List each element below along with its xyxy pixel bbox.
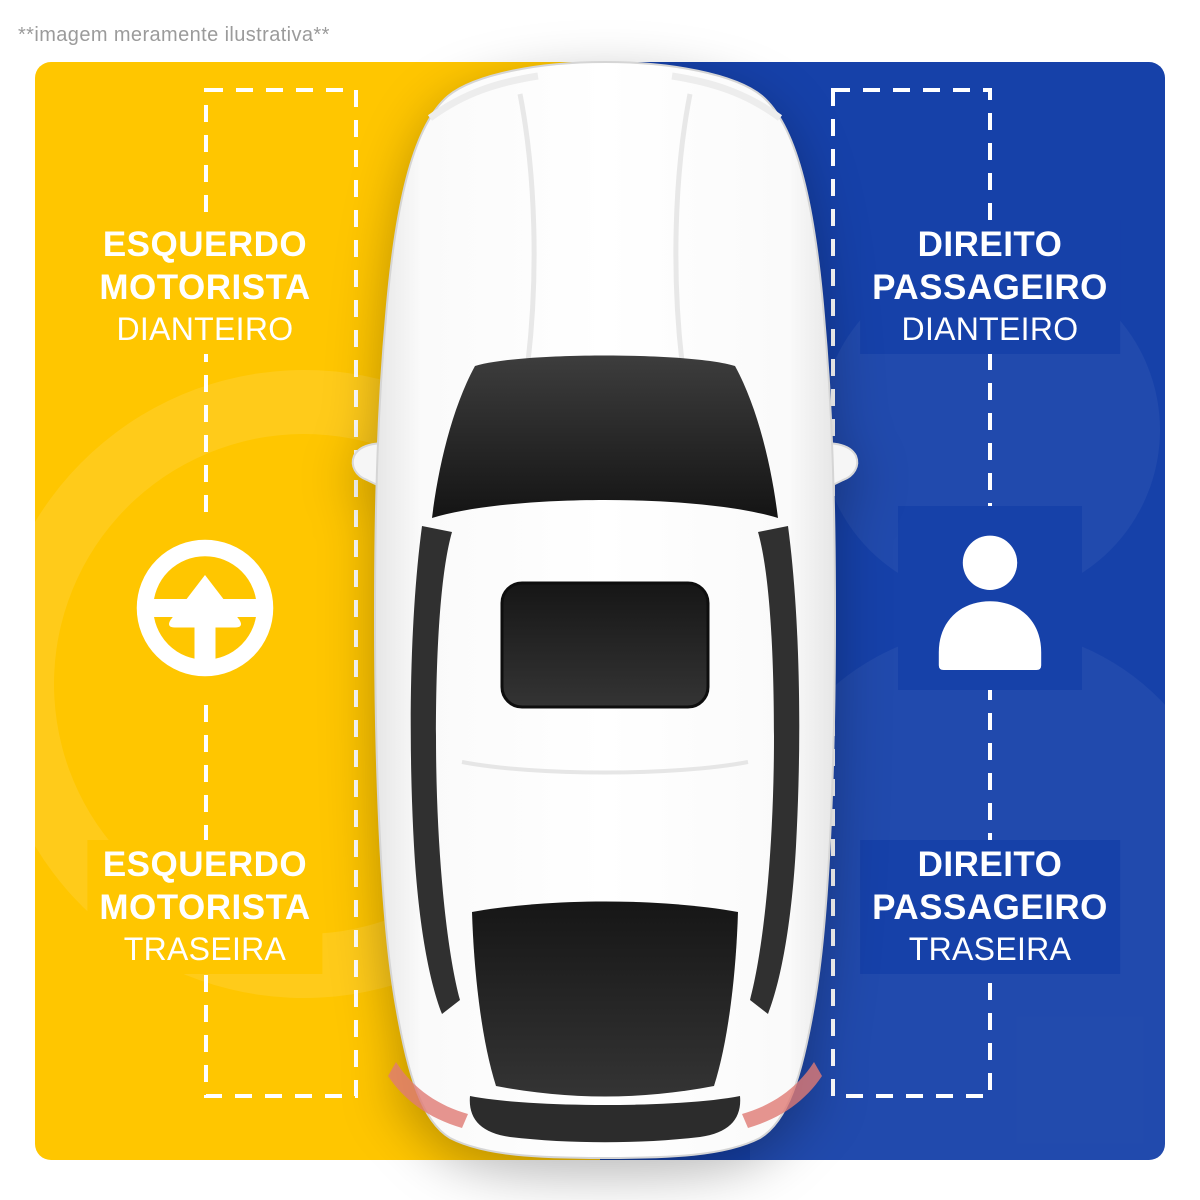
label-left-rear-line1: ESQUERDO xyxy=(102,845,308,884)
label-right-front-line3: DIANTEIRO xyxy=(901,311,1079,348)
steering-wheel-icon xyxy=(118,521,292,695)
label-left-front-line3: DIANTEIRO xyxy=(116,311,294,348)
label-right-rear-line3: TRASEIRA xyxy=(908,931,1072,968)
disclaimer-text: **imagem meramente ilustrativa** xyxy=(18,24,330,46)
car-rear-bumper xyxy=(469,1096,741,1143)
label-right-rear: DIREITO PASSAGEIRO TRASEIRA xyxy=(860,840,1120,975)
label-right-rear-line1: DIREITO xyxy=(917,845,1063,884)
label-left-front-line1: ESQUERDO xyxy=(102,225,308,264)
car-top-view-illustration xyxy=(345,56,865,1161)
label-left-rear: ESQUERDO MOTORISTA TRASEIRA xyxy=(87,840,323,975)
label-left-rear-line3: TRASEIRA xyxy=(123,931,287,968)
car-rear-window xyxy=(472,901,738,1097)
label-left-front-line2: MOTORISTA xyxy=(99,267,311,307)
label-right-front-line2: PASSAGEIRO xyxy=(872,267,1108,307)
label-right-front: DIREITO PASSAGEIRO DIANTEIRO xyxy=(860,220,1120,355)
car-taillight-right xyxy=(742,1062,822,1128)
label-left-front: ESQUERDO MOTORISTA DIANTEIRO xyxy=(87,220,323,355)
car-windshield xyxy=(432,355,778,518)
car-side-glass-left xyxy=(410,526,460,1014)
person-icon xyxy=(898,506,1082,690)
car-side-glass-right xyxy=(750,526,800,1014)
car-sunroof xyxy=(500,581,710,709)
label-right-rear-line2: PASSAGEIRO xyxy=(872,887,1108,927)
car-taillight-left xyxy=(388,1062,468,1128)
label-left-rear-line2: MOTORISTA xyxy=(99,887,311,927)
label-right-front-line1: DIREITO xyxy=(917,225,1063,264)
